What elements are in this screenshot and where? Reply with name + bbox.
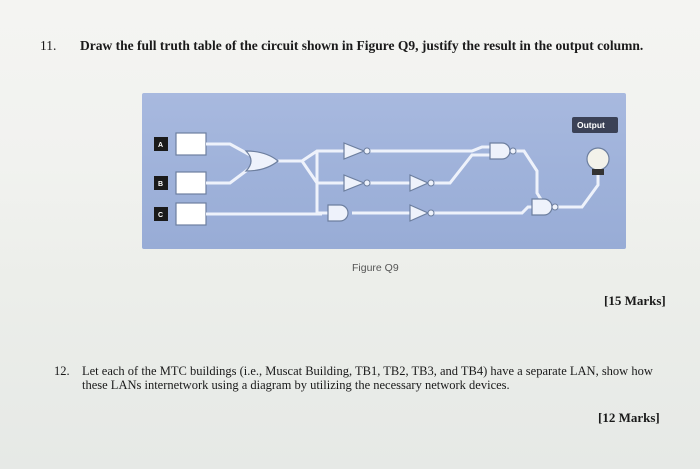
question-12-text: Let each of the MTC buildings (i.e., Mus… <box>82 364 653 392</box>
question-11-number: 11. <box>40 38 57 53</box>
input-c-label: C <box>158 212 163 219</box>
input-b-label-bg <box>154 176 168 190</box>
question-11-text: Draw the full truth table of the circuit… <box>80 38 644 53</box>
input-b-label: B <box>158 181 163 188</box>
gate-or-1 <box>244 150 279 172</box>
input-c: C <box>154 202 207 226</box>
lamp-bulb-icon <box>586 147 610 171</box>
question-12-number: 12. <box>54 364 70 378</box>
gate-and-2 <box>489 142 517 160</box>
gate-and-3 <box>531 198 559 216</box>
output-lamp: Output <box>572 117 618 175</box>
gate-buffer-1 <box>343 142 371 160</box>
logic-circuit-diagram: A B C <box>154 117 618 226</box>
input-a-label-bg <box>154 137 168 151</box>
circuit-figure: A B C <box>142 93 626 249</box>
gate-buffer-2 <box>343 174 371 192</box>
input-b: B <box>154 171 207 195</box>
input-a: A <box>154 132 207 156</box>
marks-q12: [12 Marks] <box>598 410 660 425</box>
input-a-label: A <box>158 142 163 149</box>
input-c-switch <box>175 202 207 226</box>
lamp-base-icon <box>592 169 604 175</box>
gate-not-2 <box>409 204 435 222</box>
input-b-switch <box>175 171 207 195</box>
output-badge <box>572 117 618 133</box>
input-c-label-bg <box>154 207 168 221</box>
marks-q11: [15 Marks] <box>604 293 666 308</box>
gate-and-1 <box>327 204 349 222</box>
figure-caption: Figure Q9 <box>352 262 399 274</box>
input-a-switch <box>175 132 207 156</box>
gate-not-1 <box>409 174 435 192</box>
circuit-wires <box>206 142 600 216</box>
output-label: Output <box>577 120 605 130</box>
